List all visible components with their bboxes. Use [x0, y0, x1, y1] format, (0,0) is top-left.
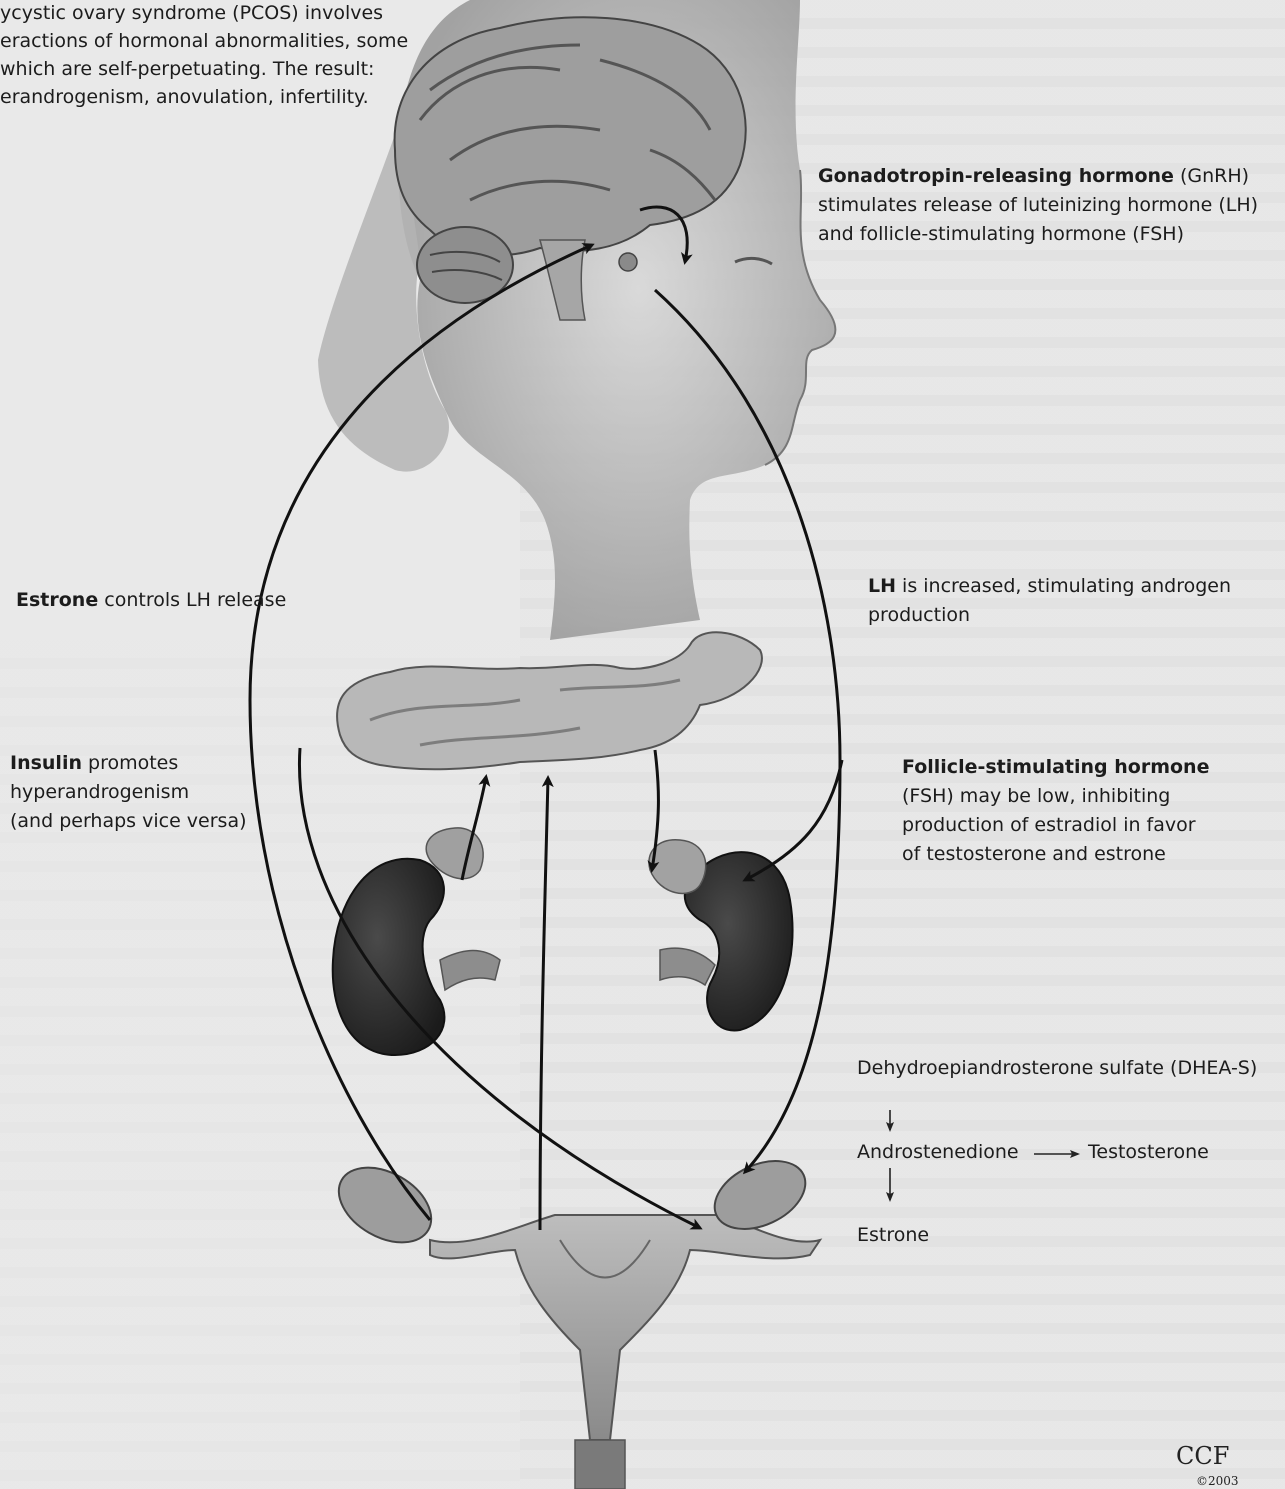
estrone-pathway-label: Estrone [857, 1221, 929, 1250]
estrone-term: Estrone [16, 589, 98, 611]
gnrh-label: Gonadotropin-releasing hormone (GnRH) st… [818, 162, 1278, 249]
gnrh-line-3: and follicle-stimulating hormone (FSH) [818, 220, 1278, 249]
lh-rest: is increased, stimulating androgen [896, 575, 1231, 597]
estrone-rest: controls LH release [98, 589, 286, 611]
insulin-term: Insulin [10, 752, 82, 774]
uterus-and-ovaries [326, 1148, 820, 1489]
androstenedione-label: Androstenedione [857, 1138, 1019, 1167]
dheas-label: Dehydroepiandrosterone sulfate (DHEA-S) [857, 1054, 1257, 1083]
insulin-line-3: (and perhaps vice versa) [10, 807, 310, 836]
estrone-label: Estrone controls LH release [16, 586, 336, 615]
arrow-ovary-to-pancreas [540, 778, 548, 1230]
gnrh-term: Gonadotropin-releasing hormone [818, 165, 1174, 187]
right-kidney [649, 840, 793, 1031]
fsh-term: Follicle-stimulating hormone [902, 756, 1209, 778]
lh-label: LH is increased, stimulating androgen pr… [868, 572, 1268, 630]
insulin-rest: promotes [82, 752, 178, 774]
lh-line-2: production [868, 601, 1268, 630]
fsh-label: Follicle-stimulating hormone (FSH) may b… [902, 753, 1282, 869]
credit-year: ©2003 [1196, 1474, 1239, 1488]
intro-text: ycystic ovary syndrome (PCOS) involves e… [0, 0, 420, 111]
intro-line-3: which are self-perpetuating. The result: [0, 55, 420, 83]
fsh-line-3: production of estradiol in favor [902, 811, 1282, 840]
fsh-line-2: (FSH) may be low, inhibiting [902, 782, 1282, 811]
pancreas [337, 632, 762, 769]
insulin-line-2: hyperandrogenism [10, 778, 310, 807]
credit-name: CCF [1176, 1442, 1229, 1470]
intro-line-4: erandrogenism, anovulation, infertility. [0, 83, 420, 111]
intro-line-2: eractions of hormonal abnormalities, som… [0, 27, 420, 55]
gnrh-abbrev: (GnRH) [1174, 165, 1249, 187]
gnrh-line-2: stimulates release of luteinizing hormon… [818, 191, 1278, 220]
lh-term: LH [868, 575, 896, 597]
intro-line-1: ycystic ovary syndrome (PCOS) involves [0, 0, 420, 27]
insulin-label: Insulin promotes hyperandrogenism (and p… [10, 749, 310, 836]
testosterone-label: Testosterone [1088, 1138, 1209, 1167]
fsh-line-4: of testosterone and estrone [902, 840, 1282, 869]
